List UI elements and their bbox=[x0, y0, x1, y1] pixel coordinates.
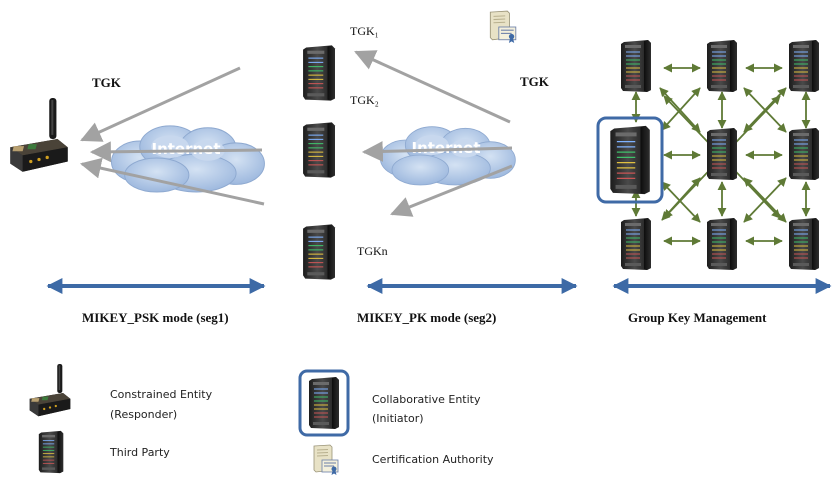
internet-cloud-left bbox=[110, 125, 265, 193]
legend: Constrained Entity (Responder) Third Par… bbox=[29, 364, 494, 476]
mesh-server-mid-right bbox=[788, 128, 820, 180]
constrained-device-icon bbox=[10, 98, 68, 172]
legend-ca-icon bbox=[313, 444, 339, 476]
tgk-arrows-left bbox=[79, 66, 265, 206]
third-party-server-2 bbox=[302, 122, 336, 178]
mesh-server-top-mid bbox=[706, 40, 738, 92]
internet-label-right: Internet bbox=[411, 139, 480, 157]
seg1-label: MIKEY_PSK mode (seg1) bbox=[82, 310, 229, 325]
legend-third-party: Third Party bbox=[109, 446, 170, 459]
legend-third-party-icon bbox=[38, 430, 64, 474]
initiator-frame bbox=[596, 116, 664, 204]
legend-ca: Certification Authority bbox=[372, 453, 494, 466]
tgk-label-left: TGK bbox=[92, 75, 122, 90]
legend-constrained-icon bbox=[29, 364, 71, 417]
seg2-label: MIKEY_PK mode (seg2) bbox=[357, 310, 496, 325]
tgk1-label: TGK₁ bbox=[350, 24, 379, 38]
legend-constrained-line1: Constrained Entity bbox=[110, 388, 213, 401]
legend-initiator-frame bbox=[298, 369, 350, 437]
mesh-server-top-right bbox=[788, 40, 820, 92]
mesh-server-mid-mid bbox=[706, 128, 738, 180]
third-party-server-1 bbox=[302, 45, 336, 101]
gkm-label: Group Key Management bbox=[628, 310, 767, 325]
third-party-server-n bbox=[302, 224, 336, 280]
mesh-arrows bbox=[631, 63, 811, 246]
tgk-label-right: TGK bbox=[520, 74, 550, 89]
tgk-arrows-right bbox=[354, 50, 513, 217]
legend-constrained-line2: (Responder) bbox=[110, 408, 177, 421]
mesh-server-bottom-mid bbox=[706, 218, 738, 270]
tgkn-label: TGKn bbox=[357, 244, 388, 258]
mesh-server-bottom-left bbox=[620, 218, 652, 270]
legend-collab-line1: Collaborative Entity bbox=[372, 393, 481, 406]
legend-collab-icon bbox=[308, 376, 340, 430]
mesh-server-bottom-right bbox=[788, 218, 820, 270]
initiator-server-icon bbox=[609, 125, 651, 195]
tgk2-label: TGK₂ bbox=[350, 93, 379, 107]
legend-collab-line2: (Initiator) bbox=[372, 412, 424, 425]
certification-authority-icon bbox=[489, 10, 517, 44]
mesh-server-top-left bbox=[620, 40, 652, 92]
internet-label-left: Internet bbox=[151, 140, 220, 158]
